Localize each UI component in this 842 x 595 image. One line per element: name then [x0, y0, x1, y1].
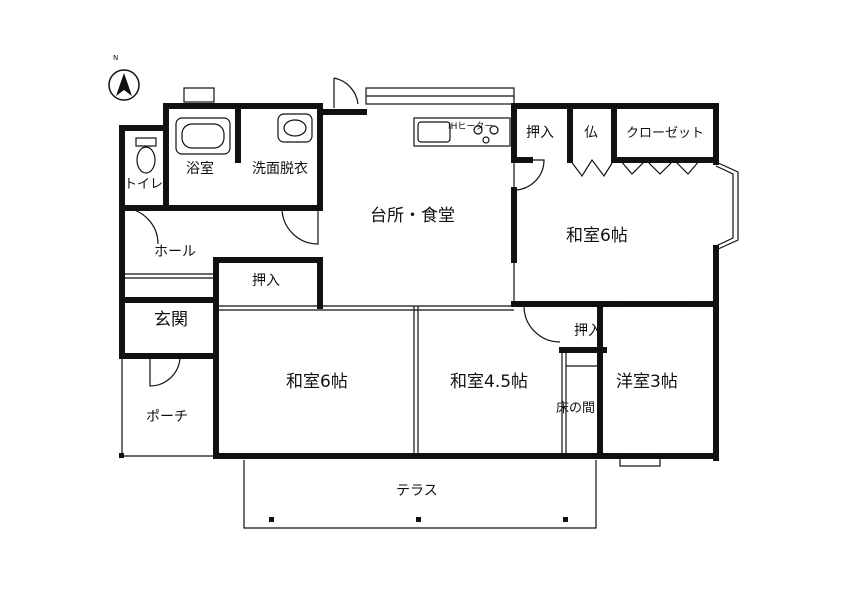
door-swing [149, 355, 181, 387]
room-entrance: 玄関 [154, 310, 188, 330]
tub-inner [181, 123, 225, 149]
door-swing [569, 158, 615, 178]
post [269, 517, 274, 522]
door-swing [281, 207, 319, 245]
room-storage-se: 押入 [574, 323, 602, 339]
bathtub [175, 117, 231, 155]
kitchen-sink [417, 121, 451, 143]
fixture-ih-heater: IHヒーター [448, 122, 494, 132]
door-swing [121, 207, 159, 245]
terrace-outline [243, 460, 597, 529]
toilet-bowl [136, 146, 156, 174]
basin-bowl [283, 119, 307, 137]
entrance-step [183, 87, 215, 103]
door-swing [619, 159, 701, 175]
post [416, 517, 421, 522]
thin-lines [121, 77, 739, 529]
room-washitsu45: 和室4.5帖 [450, 372, 529, 392]
room-tokonoma: 床の間 [556, 401, 596, 416]
compass-north-label: N [113, 54, 119, 62]
room-washitsu6-south: 和室6帖 [286, 372, 348, 392]
kitchen-counter [413, 117, 511, 147]
burner [482, 136, 490, 144]
room-storage-hall: 押入 [252, 273, 280, 289]
bay-window-inner [715, 165, 734, 247]
room-terrace: テラス [396, 483, 438, 499]
window-bottom [619, 455, 661, 467]
north-arrow-icon [108, 69, 140, 101]
door-swing [333, 77, 359, 105]
room-storage-ne: 押入 [526, 125, 554, 141]
post [563, 517, 568, 522]
door-swing [523, 305, 561, 343]
burner [489, 125, 499, 135]
room-toilet: トイレ [124, 177, 164, 192]
room-yoshitsu3: 洋室3帖 [616, 372, 678, 392]
room-closet: クローゼット [626, 126, 705, 141]
room-kitchen-dining: 台所・食堂 [370, 206, 455, 226]
bay-window [715, 161, 739, 251]
terrace-posts [119, 453, 568, 522]
burner [473, 125, 483, 135]
room-washroom: 洗面脱衣 [252, 161, 308, 177]
post [119, 453, 124, 458]
thick-walls [119, 103, 719, 461]
room-porch: ポーチ [146, 409, 188, 425]
room-washitsu6-east: 和室6帖 [566, 226, 628, 246]
door-swing [513, 159, 545, 191]
room-bath: 浴室 [186, 161, 214, 177]
toilet-tank [135, 137, 157, 147]
washbasin [277, 113, 313, 143]
room-butsudan: 仏 [584, 125, 598, 141]
porch-outline [121, 356, 216, 457]
room-hall: ホール [154, 244, 196, 260]
